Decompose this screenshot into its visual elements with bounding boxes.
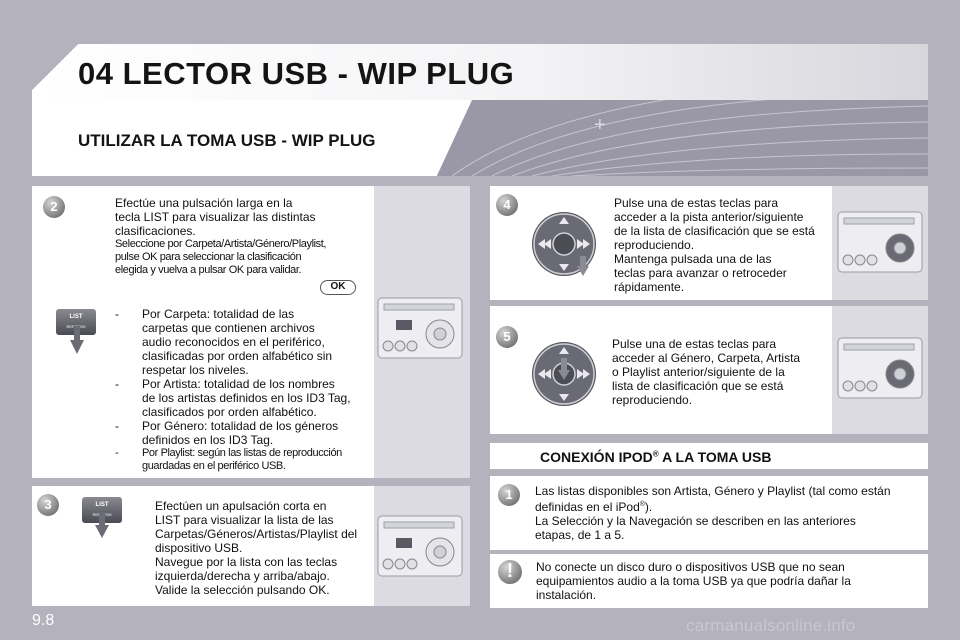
step-1-line: definidas en el iPod®). xyxy=(535,498,923,514)
step-2-small-line: elegida y vuelva a pulsar OK para valida… xyxy=(115,264,302,276)
warning-text: No conecte un disco duro o dispositivos … xyxy=(536,560,924,602)
step-3-line: LIST para visualizar la lista de las xyxy=(155,513,334,527)
watermark: carmanualsonline.info xyxy=(686,616,856,635)
ipod-connection-title: CONEXIÓN IPOD® A LA TOMA USB xyxy=(540,449,771,465)
radio-faceplate-illustration xyxy=(377,297,463,359)
bullet-line: Por Artista: totalidad de los nombres xyxy=(142,377,335,391)
list-item: - Por Artista: totalidad de los nombres … xyxy=(115,377,380,419)
list-item: - Por Playlist: según las listas de repr… xyxy=(115,447,380,473)
bullet-line: clasificadas por orden alfabético sin xyxy=(142,349,333,363)
bullet-line: de los artistas definidos en los ID3 Tag… xyxy=(142,391,351,405)
list-key-label: LIST xyxy=(69,314,83,320)
page-number: 9.8 xyxy=(32,612,55,629)
bullet-line: guardadas en el periférico USB. xyxy=(142,460,286,472)
step-4-badge: 4 xyxy=(496,194,518,216)
step-4-line: de la lista de clasificación que se está xyxy=(614,224,815,238)
step-4-line: Pulse una de estas teclas para xyxy=(614,196,779,210)
ipod-title-part-a: CONEXIÓN IPOD xyxy=(540,449,653,465)
bullet-line: clasificados por orden alfabético. xyxy=(142,405,317,419)
step-1-panel xyxy=(490,476,928,550)
step-1-line-text: definidas en el iPod xyxy=(535,500,640,514)
bullet-line: carpetas que contienen archivos xyxy=(142,321,315,335)
step-1-line-text: ). xyxy=(644,500,653,514)
bullet-line: Por Género: totalidad de los géneros xyxy=(142,419,339,433)
step-2-line: Efectúe una pulsación larga en la xyxy=(115,196,293,210)
step-5-text: Pulse una de estas teclas para acceder a… xyxy=(612,337,832,407)
step-2-small-text: Seleccione por Carpeta/Artista/Género/Pl… xyxy=(115,238,380,277)
step-5-line: reproduciendo. xyxy=(612,393,693,407)
warning-icon: ! xyxy=(498,560,522,584)
warning-line: equipamientos audio a la toma USB ya que… xyxy=(536,574,851,588)
radio-faceplate-illustration xyxy=(837,337,923,399)
step-1-line: La Selección y la Navegación se describe… xyxy=(535,514,856,528)
step-1-line: Las listas disponibles son Artista, Géne… xyxy=(535,484,891,498)
title-bar xyxy=(32,44,928,100)
list-item: - Por Género: totalidad de los géneros d… xyxy=(115,419,380,447)
title-corner-cut xyxy=(32,44,92,100)
press-arrow-icon xyxy=(95,512,109,538)
step-2-line: tecla LIST para visualizar las distintas xyxy=(115,210,316,224)
step-4-text: Pulse una de estas teclas para acceder a… xyxy=(614,196,834,294)
step-3-text: Efectúen un apulsación corta en LIST par… xyxy=(155,499,375,597)
bullet-line: Por Playlist: según las listas de reprod… xyxy=(142,447,342,459)
warning-line: No conecte un disco duro o dispositivos … xyxy=(536,560,845,574)
step-4-line: Mantenga pulsada una de las xyxy=(614,252,772,266)
step-4-line: reproduciendo. xyxy=(614,238,695,252)
bullet-line: definidos en los ID3 Tag. xyxy=(142,433,274,447)
bullet-line: Por Carpeta: totalidad de las xyxy=(142,307,295,321)
step-3-line: Valide la selección pulsando OK. xyxy=(155,583,330,597)
step-4-line: acceder a la pista anterior/siguiente xyxy=(614,210,804,224)
step-2-small-line: pulse OK para seleccionar la clasificaci… xyxy=(115,251,302,263)
step-3-line: Efectúen un apulsación corta en xyxy=(155,499,327,513)
page-title: 04 LECTOR USB - WIP PLUG xyxy=(78,56,515,91)
step-2-line: clasificaciones. xyxy=(115,224,196,238)
radio-faceplate-illustration xyxy=(837,211,923,273)
step-5-line: Pulse una de estas teclas para xyxy=(612,337,777,351)
list-item: - Por Carpeta: totalidad de las carpetas… xyxy=(115,307,380,377)
section-title: UTILIZAR LA TOMA USB - WIP PLUG xyxy=(78,131,376,150)
plus-decoration-icon: + xyxy=(594,114,606,136)
bullet-line: respetar los niveles. xyxy=(142,363,249,377)
section-title-bar xyxy=(32,100,472,176)
step-3-line: Navegue por la lista con las teclas xyxy=(155,555,338,569)
ok-button-icon: OK xyxy=(320,280,356,295)
ipod-title-part-b: A LA TOMA USB xyxy=(658,449,772,465)
step-2-small-line: Seleccione por Carpeta/Artista/Género/Pl… xyxy=(115,238,327,250)
navigation-pad-icon xyxy=(532,342,596,406)
step-3-line: Carpetas/Géneros/Artistas/Playlist del xyxy=(155,527,358,541)
step-5-line: o Playlist anterior/siguiente de la xyxy=(612,365,785,379)
step-4-line: rápidamente. xyxy=(614,280,685,294)
step-2-text: Efectúe una pulsación larga en la tecla … xyxy=(115,196,375,238)
step-3-line: dispositivo USB. xyxy=(155,541,243,555)
radio-faceplate-illustration xyxy=(377,515,463,577)
step-3-line: izquierda/derecha y arriba/abajo. xyxy=(155,569,330,583)
registered-mark: ® xyxy=(652,449,659,459)
step-5-line: lista de clasificación que se está xyxy=(612,379,784,393)
ipod-connection-header xyxy=(490,443,928,469)
warning-panel xyxy=(490,554,928,608)
step-3-badge: 3 xyxy=(37,494,59,516)
step-4-line: teclas para avanzar o retroceder xyxy=(614,266,787,280)
step-2-badge: 2 xyxy=(43,196,65,218)
navigation-pad-icon xyxy=(532,212,596,276)
step-1-badge: 1 xyxy=(498,484,520,506)
step-1-text: Las listas disponibles son Artista, Géne… xyxy=(535,484,923,542)
step-5-line: acceder al Género, Carpeta, Artista xyxy=(612,351,801,365)
step-1-line: etapas, de 1 a 5. xyxy=(535,528,625,542)
warning-line: instalación. xyxy=(536,588,597,602)
bullet-line: audio reconocidos en el periférico, xyxy=(142,335,325,349)
press-arrow-icon xyxy=(70,326,84,354)
registered-mark: ® xyxy=(639,501,645,508)
step-5-badge: 5 xyxy=(496,326,518,348)
step-2-bullet-list: - Por Carpeta: totalidad de las carpetas… xyxy=(115,307,380,473)
list-key-label: LIST xyxy=(95,502,109,508)
